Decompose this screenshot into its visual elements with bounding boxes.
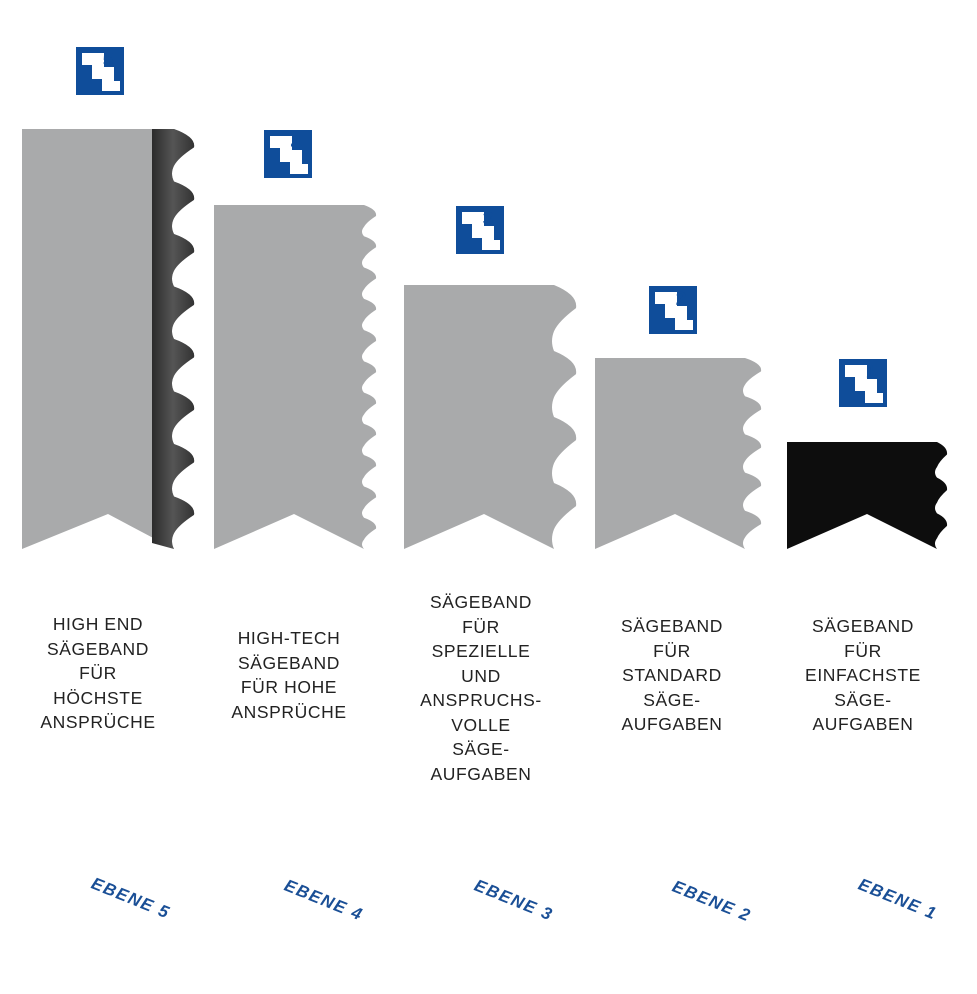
description-line: SÄGEBAND [620,616,724,636]
description-line: ANSPRÜCHE [40,712,156,732]
description-line: FÜR [844,640,882,661]
blade-body [595,358,762,549]
description-line: AUFGABEN [812,714,914,734]
description-line: AUFGABEN [621,714,723,734]
level-badge-1: 1 [839,359,887,407]
description-line: SÄGEBAND [811,616,915,636]
level-badge-3: 3 [456,206,504,254]
level-badge-5: 5 [76,47,124,95]
blade-level-1 [787,442,948,549]
badge-number: 4 [291,133,302,154]
level-description-1: SÄGEBAND FÜR EINFACHSTE SÄGE- AUFGABEN [773,614,953,737]
description-line: SÄGEBAND [429,592,533,612]
stairs-icon [270,136,308,174]
level-description-2: SÄGEBAND FÜR STANDARD SÄGE- AUFGABEN [582,614,762,737]
level-badge-4: 4 [264,130,312,178]
description-line: SÄGEBAND [46,638,150,659]
description-line: UND [461,665,501,686]
description-line: FÜR HOHE [240,677,338,697]
blade-body [214,205,377,549]
description-line: SÄGEBAND [237,652,341,673]
description-line: FÜR [653,640,691,661]
badge-number: 3 [483,209,494,230]
blade-body [404,285,577,549]
blade-level-5 [22,129,195,549]
description-line: EINFACHSTE [805,665,921,685]
blade-body [22,129,195,549]
description-line: AUFGABEN [430,763,532,784]
description-line: STANDARD [622,665,722,685]
description-line: SÄGE- [643,689,701,710]
badge-number: 2 [676,289,687,310]
description-line: HÖCHSTE [53,687,143,708]
blade-level-4 [214,205,377,549]
badge-number: 1 [866,362,877,383]
stairs-icon [655,292,693,330]
description-line: VOLLE [451,714,511,735]
description-line: FÜR [462,616,500,637]
description-line: ANSPRÜCHE [231,701,347,722]
description-line: HIGH-TECH [237,628,341,648]
description-line: FÜR [79,663,117,683]
stairs-icon [845,365,883,403]
description-line: HIGH END [52,614,144,634]
description-line: SPEZIELLE [431,641,531,661]
level-description-5: HIGH END SÄGEBAND FÜR HÖCHSTE ANSPRÜCHE [8,612,188,735]
level-badge-2: 2 [649,286,697,334]
badge-number: 5 [103,50,114,71]
blade-level-3 [404,285,577,549]
description-line: SÄGE- [834,689,892,710]
blade-level-2 [595,358,762,549]
level-description-4: HIGH-TECH SÄGEBAND FÜR HOHE ANSPRÜCHE [199,626,379,724]
stairs-icon [462,212,500,250]
stairs-icon [82,53,120,91]
description-line: SÄGE- [452,739,510,759]
description-line: ANSPRUCHS- [420,690,542,710]
level-description-3: SÄGEBAND FÜR SPEZIELLE UND ANSPRUCHS- VOLLE SÄ… [391,590,571,786]
blade-body [787,442,948,549]
hardened-edge [152,129,195,549]
